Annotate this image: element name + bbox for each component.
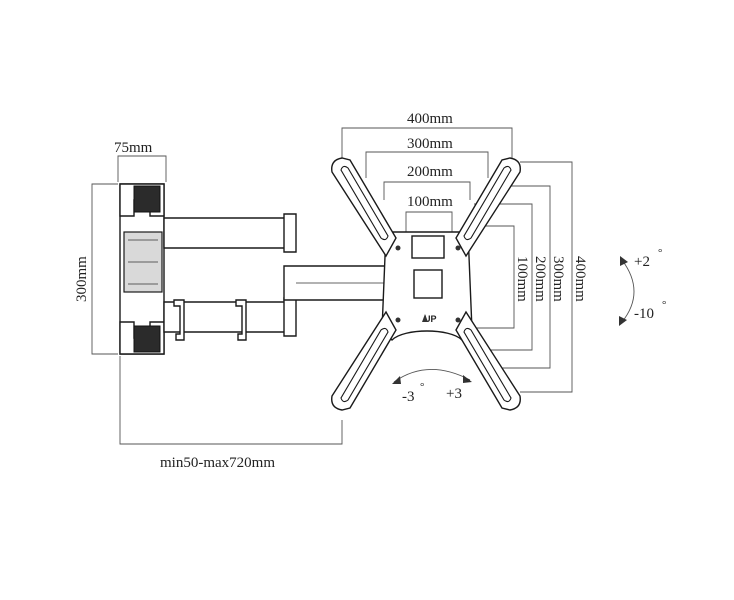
- label-swivel-right: +3: [446, 386, 462, 402]
- vesa-horizontal-dimensions: [341, 127, 513, 242]
- label-tilt-up: +2: [634, 254, 650, 270]
- wall-plate-top-pad: [133, 185, 161, 213]
- label-wall-height: 300mm: [74, 256, 90, 302]
- labels: 400mm 300mm 200mm 100mm 400mm 300mm 200m…: [74, 111, 666, 471]
- label-100-horizontal: 100mm: [407, 194, 453, 210]
- label-swivel-left: -3: [402, 389, 415, 405]
- vesa-plate: UP: [331, 157, 521, 411]
- label-400-horizontal: 400mm: [407, 111, 453, 127]
- dim-extension-line: [119, 356, 343, 445]
- tilt-arc: [621, 259, 635, 323]
- vesa-upper-window: [411, 235, 445, 259]
- dim-400-vertical-line: [520, 161, 573, 393]
- lower-arm-joint: [283, 297, 297, 337]
- dim-300-vertical-line: [488, 185, 551, 369]
- dim-100-vertical-line: [474, 225, 515, 329]
- label-200-vertical: 200mm: [532, 256, 548, 302]
- vesa-slot-lower-right: [463, 327, 512, 403]
- label-200-horizontal: 200mm: [407, 164, 453, 180]
- label-300-vertical: 300mm: [550, 256, 566, 302]
- label-extension: min50-max720mm: [160, 455, 275, 471]
- swivel-indicator: [392, 369, 472, 384]
- label-tilt-up-degree: °: [658, 247, 662, 259]
- dim-300-horizontal-line: [365, 151, 489, 178]
- label-400-vertical: 400mm: [572, 256, 588, 302]
- dim-200-horizontal-line: [383, 181, 471, 200]
- tilt-indicator: [619, 256, 635, 326]
- tilt-arrow-up-icon: [620, 256, 628, 266]
- cable-clip-left: [173, 299, 185, 341]
- dim-200-vertical-line: [474, 203, 533, 351]
- up-marker: UP: [424, 314, 437, 324]
- wall-plate: [119, 183, 165, 355]
- wall-plate-dimensions: [91, 155, 343, 445]
- vesa-slot-upper-right: [463, 165, 512, 241]
- dim-100-horizontal-line: [405, 211, 453, 242]
- swivel-arc: [393, 369, 471, 383]
- wall-plate-bottom-pad: [133, 325, 161, 353]
- dim-300-wall-line: [91, 183, 118, 355]
- swivel-arrow-right-icon: [463, 375, 472, 383]
- swing-arms: [163, 213, 401, 341]
- label-swivel-right-degree: °: [466, 377, 470, 389]
- upper-arm: [163, 217, 293, 249]
- tilt-arrow-down-icon: [619, 316, 627, 326]
- vesa-slot-upper-left: [340, 165, 389, 241]
- label-tilt-down-degree: °: [662, 299, 666, 311]
- label-300-horizontal: 300mm: [407, 136, 453, 152]
- vesa-vertical-dimensions: [474, 161, 573, 393]
- dim-75-line: [117, 155, 167, 182]
- swivel-arrow-left-icon: [392, 376, 401, 384]
- label-100-vertical: 100mm: [514, 256, 530, 302]
- vesa-slot-lower-left: [340, 327, 389, 403]
- dim-400-horizontal-line: [341, 127, 513, 160]
- cable-clip-right: [235, 299, 247, 341]
- up-arrow-icon: [422, 314, 428, 322]
- label-wall-width: 75mm: [114, 140, 153, 156]
- upper-arm-joint: [283, 213, 297, 253]
- vesa-lower-window: [413, 269, 443, 299]
- label-swivel-left-degree: °: [420, 381, 424, 393]
- label-tilt-down: -10: [634, 306, 654, 322]
